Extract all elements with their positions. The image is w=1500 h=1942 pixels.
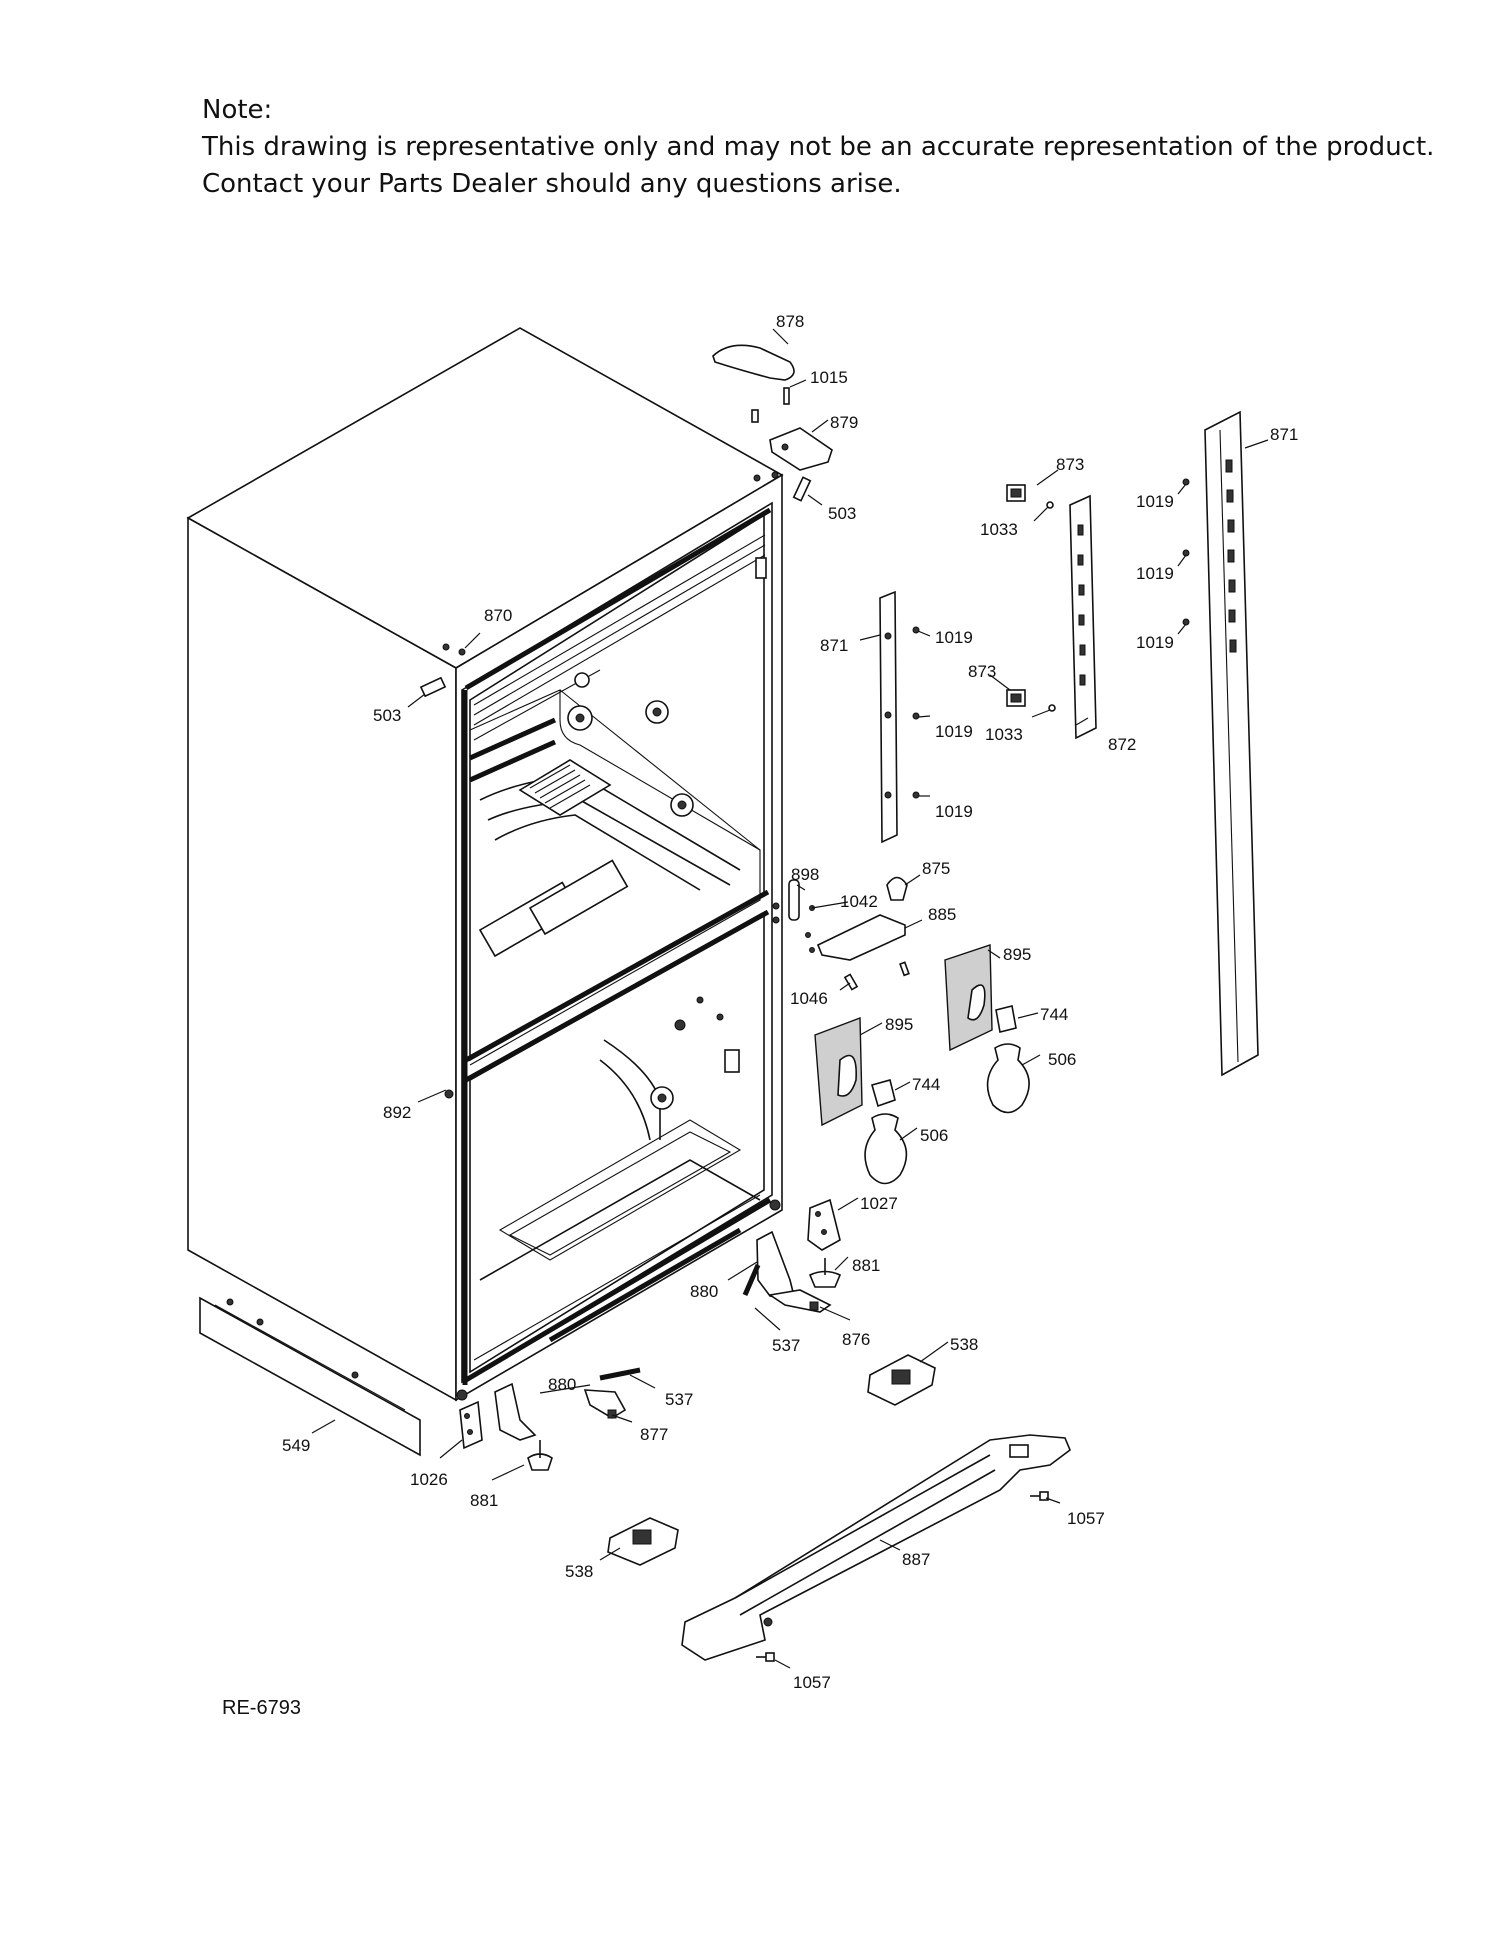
callout-1046: 1046 <box>790 989 828 1008</box>
callout-870: 870 <box>484 606 512 625</box>
top-hinge-parts <box>419 344 833 698</box>
callout-506-right: 506 <box>1048 1050 1076 1069</box>
callout-872: 872 <box>1108 735 1136 754</box>
callout-880-right: 880 <box>690 1282 718 1301</box>
callout-887: 887 <box>902 1550 930 1569</box>
drawing-code: RE-6793 <box>222 1697 301 1719</box>
callout-503-right: 503 <box>828 504 856 523</box>
light-and-hinge-parts <box>788 876 1030 1185</box>
callout-labels: 878 1015 879 503 871 873 1033 1019 1019 … <box>282 312 1298 1692</box>
callout-898: 898 <box>791 865 819 884</box>
callout-873-mid: 873 <box>968 662 996 681</box>
note-line-1: This drawing is representative only and … <box>202 132 1435 162</box>
callout-876: 876 <box>842 1330 870 1349</box>
callout-871-right: 871 <box>1270 425 1298 444</box>
callout-538-left: 538 <box>565 1562 593 1581</box>
callout-1019-mid-1: 1019 <box>935 628 973 647</box>
disclaimer-note: Note: This drawing is representative onl… <box>202 92 1462 203</box>
callout-875: 875 <box>922 859 950 878</box>
callout-1042: 1042 <box>840 892 878 911</box>
shelf-rails <box>879 410 1259 1077</box>
callout-878: 878 <box>776 312 804 331</box>
refrigerator-cabinet <box>186 327 784 1457</box>
note-line-2: Contact your Parts Dealer should any que… <box>202 169 902 199</box>
note-heading: Note: <box>202 95 273 125</box>
callout-744-left: 744 <box>912 1075 940 1094</box>
bottom-parts <box>459 1198 1071 1662</box>
callout-881-left: 881 <box>470 1491 498 1510</box>
callout-873-top: 873 <box>1056 455 1084 474</box>
callout-1019-right-1: 1019 <box>1136 492 1174 511</box>
callout-895-right: 895 <box>1003 945 1031 964</box>
callout-1015: 1015 <box>810 368 848 387</box>
callout-503-left: 503 <box>373 706 401 725</box>
callout-538-right: 538 <box>950 1335 978 1354</box>
callout-506-left: 506 <box>920 1126 948 1145</box>
callout-892: 892 <box>383 1103 411 1122</box>
callout-537-left: 537 <box>665 1390 693 1409</box>
callout-1019-right-2: 1019 <box>1136 564 1174 583</box>
callout-885: 885 <box>928 905 956 924</box>
callout-877: 877 <box>640 1425 668 1444</box>
callout-549: 549 <box>282 1436 310 1455</box>
callout-871-left: 871 <box>820 636 848 655</box>
callout-leaders <box>311 328 1269 1669</box>
callout-1033-mid: 1033 <box>985 725 1023 744</box>
callout-1033-top: 1033 <box>980 520 1018 539</box>
callout-881-right: 881 <box>852 1256 880 1275</box>
callout-537-right: 537 <box>772 1336 800 1355</box>
callout-1019-mid-2: 1019 <box>935 722 973 741</box>
callout-1019-right-3: 1019 <box>1136 633 1174 652</box>
callout-1026: 1026 <box>410 1470 448 1489</box>
callout-1057-bottom: 1057 <box>793 1673 831 1692</box>
callout-1027: 1027 <box>860 1194 898 1213</box>
callout-744-right: 744 <box>1040 1005 1068 1024</box>
callout-1057-top: 1057 <box>1067 1509 1105 1528</box>
callout-1019-mid-3: 1019 <box>935 802 973 821</box>
callout-880-left: 880 <box>548 1375 576 1394</box>
callout-879: 879 <box>830 413 858 432</box>
callout-895-left: 895 <box>885 1015 913 1034</box>
